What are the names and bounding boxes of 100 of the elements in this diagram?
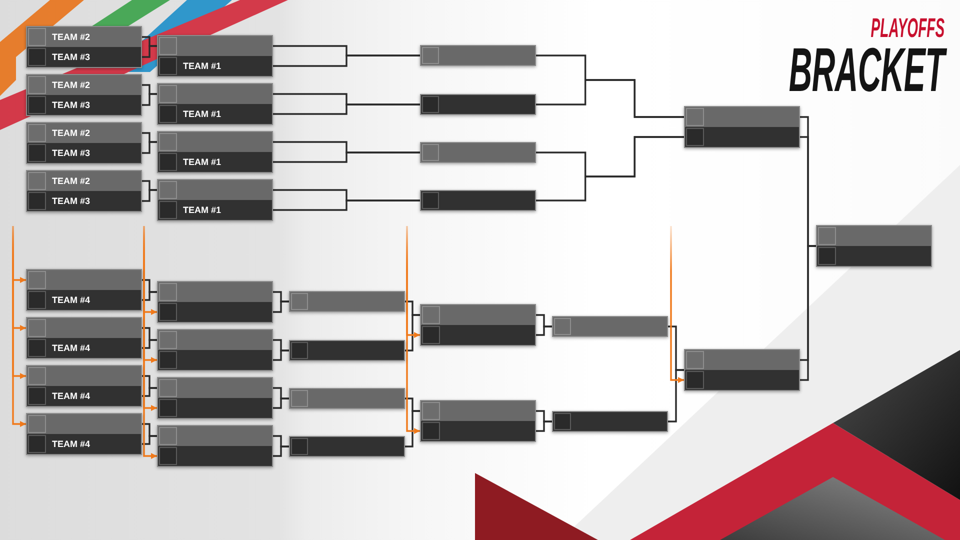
team-name: TEAM #2 (52, 128, 90, 138)
team-name: TEAM #4 (52, 392, 90, 400)
arrow (406, 226, 420, 434)
team-slot (158, 180, 272, 200)
team-slot (421, 325, 535, 345)
bracket-line (273, 446, 289, 457)
team-slot (685, 127, 799, 147)
team-slot (158, 84, 272, 104)
team-slot (158, 132, 272, 152)
bracket-line (273, 398, 289, 409)
bracket-line (273, 152, 420, 163)
team-slot (27, 386, 141, 406)
team-slot (27, 75, 141, 95)
team-name: TEAM #3 (52, 100, 90, 110)
match-card (157, 425, 273, 467)
team-slot (817, 226, 931, 246)
team-slot (289, 388, 405, 409)
team-slot (420, 45, 536, 66)
bracket-line (273, 104, 420, 115)
team-slot (158, 302, 272, 322)
team-slot (158, 330, 272, 350)
team-slot (158, 104, 272, 124)
match-card (157, 329, 273, 371)
bracket-line (536, 136, 684, 202)
match-card (420, 400, 536, 442)
team-slot (420, 142, 536, 163)
team-slot (158, 56, 272, 76)
team-name: TEAM #3 (52, 52, 90, 62)
match-card (26, 269, 142, 311)
bracket-line (142, 93, 157, 106)
arrow (670, 226, 684, 383)
team-slot (158, 282, 272, 302)
team-name: TEAM #2 (52, 32, 90, 42)
team-slot (158, 152, 272, 172)
match-card (26, 170, 142, 212)
team-name: TEAM #3 (52, 196, 90, 206)
match-card (26, 122, 142, 164)
team-slot (27, 318, 141, 338)
match-card (684, 349, 800, 391)
bracket-line (536, 79, 684, 118)
bracket-line (668, 369, 684, 422)
bracket-title: PLAYOFFS BRACKET (789, 15, 945, 97)
bracket-line (273, 350, 289, 361)
team-slot (421, 401, 535, 421)
bracket-line (273, 200, 420, 211)
arrow (12, 226, 26, 427)
team-slot (27, 47, 141, 67)
bracket-line (273, 54, 420, 67)
team-slot (685, 350, 799, 370)
team-slot (27, 95, 141, 115)
match-card (420, 304, 536, 346)
match-card (157, 35, 273, 77)
bracket-line (142, 291, 157, 301)
team-slot (552, 411, 668, 432)
bracket-line (536, 420, 552, 432)
team-slot (27, 290, 141, 310)
team-slot (685, 370, 799, 390)
team-slot (27, 191, 141, 211)
team-slot (421, 305, 535, 325)
match-card (684, 106, 800, 148)
bracket-line (142, 141, 157, 154)
match-card (26, 74, 142, 116)
team-slot (27, 123, 141, 143)
team-slot (27, 27, 141, 47)
bracket-line (273, 300, 289, 313)
arrow (143, 226, 157, 459)
match-card (26, 413, 142, 455)
match-card (157, 281, 273, 323)
bracket-line (142, 339, 157, 349)
bracket-line (405, 314, 420, 352)
bracket-line (142, 387, 157, 397)
team-slot (421, 421, 535, 441)
bracket-line (142, 45, 157, 58)
team-slot (289, 291, 405, 312)
team-name: TEAM #1 (183, 158, 222, 166)
team-name: TEAM #2 (52, 176, 90, 186)
match-card (157, 179, 273, 221)
bracket-line (536, 326, 552, 336)
team-name: TEAM #4 (52, 296, 90, 304)
team-slot (552, 316, 668, 337)
team-name: TEAM #4 (52, 344, 90, 352)
team-slot (158, 350, 272, 370)
team-slot (158, 200, 272, 220)
team-slot (158, 378, 272, 398)
match-card (26, 26, 142, 68)
team-slot (27, 434, 141, 454)
match-card (816, 225, 932, 267)
team-slot (27, 414, 141, 434)
bracket-line (142, 189, 157, 202)
team-slot (289, 340, 405, 361)
team-slot (27, 143, 141, 163)
team-name: TEAM #1 (183, 110, 222, 118)
team-slot (817, 246, 931, 266)
team-name: TEAM #4 (52, 440, 90, 448)
team-slot (27, 366, 141, 386)
team-slot (158, 426, 272, 446)
match-card (157, 131, 273, 173)
bracket-line (405, 410, 420, 448)
team-name: TEAM #3 (52, 148, 90, 158)
match-card (157, 83, 273, 125)
